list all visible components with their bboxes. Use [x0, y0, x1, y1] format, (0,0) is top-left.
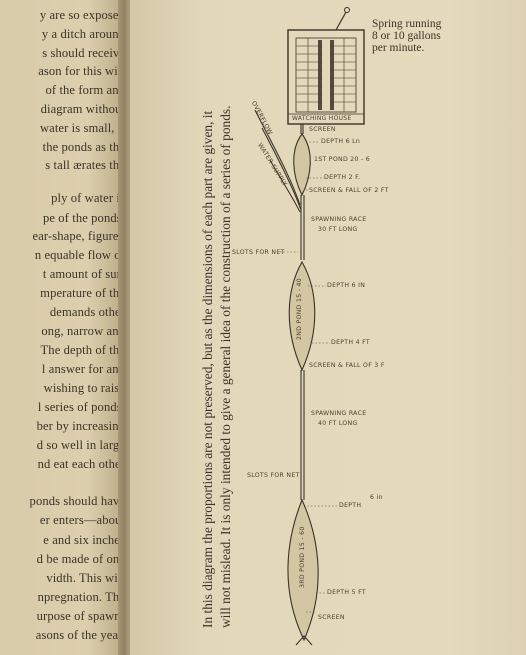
left-page-line: ear-shape, figured: [32, 229, 125, 243]
spawning-race-2-label: SPAWNING RACE: [311, 410, 367, 417]
pond-3-label: 3RD POND 15 - 60: [299, 526, 306, 588]
depth-bottom-value: 6 in: [370, 494, 383, 501]
pond-2-label: 2ND POND 15 - 40: [296, 278, 303, 340]
watching-house-drawing: [287, 7, 365, 125]
left-page-line: d be made of one: [36, 552, 125, 566]
left-page-line: ponds should have: [29, 494, 125, 508]
screen-top-label: SCREEN: [309, 126, 336, 133]
spring-note-line-1: Spring running: [372, 18, 442, 30]
left-page-line: vidth. This will: [46, 571, 125, 585]
race-1-length-label: 30 FT LONG: [318, 226, 358, 233]
watching-house-label: WATCHING HOUSE: [292, 115, 352, 122]
spring-note-line-3: per minute.: [372, 42, 425, 54]
left-page-line: ason for this will: [38, 64, 125, 78]
left-page-line: npregnation. The: [37, 590, 125, 604]
spring-note: Spring running 8 or 10 gallons per minut…: [372, 18, 441, 54]
left-page-line: l series of ponds,: [37, 400, 125, 414]
pond-channel: [254, 109, 319, 646]
left-page-line: d so well in large: [36, 438, 125, 452]
left-page-line: e and six inches: [43, 533, 125, 547]
left-page-line: ply of water is: [51, 191, 125, 205]
left-page: y are so exposed y a ditch around s should…: [0, 0, 125, 655]
pond-1-label: 1ST POND 20 - 6: [314, 156, 371, 163]
left-page-line: er enters—about: [39, 513, 125, 527]
left-page-line: s should receive: [42, 46, 125, 60]
left-page-line: the ponds as the: [42, 140, 125, 154]
depth-top-label: DEPTH 6 Ln: [321, 138, 361, 145]
left-page-line: l answer for any: [41, 362, 125, 376]
depth-bottom-label: DEPTH: [339, 502, 362, 509]
spawning-race-1-label: SPAWNING RACE: [311, 216, 367, 223]
left-page-line: t amount of sur-: [42, 267, 125, 281]
left-page-line: y a ditch around: [41, 27, 125, 41]
left-page-line: diagram without: [40, 102, 125, 116]
screen-fall-1-label: SCREEN & FALL OF 2 FT: [309, 187, 389, 194]
race-2-length-label: 40 FT LONG: [318, 420, 358, 427]
screen-fall-2-label: SCREEN & FALL OF 3 F: [309, 362, 385, 369]
left-page-line: water is small, it: [39, 121, 125, 135]
left-page-line: The depth of the: [40, 343, 125, 357]
left-page-line: of the form and: [45, 83, 125, 97]
left-page-line: n equable flow of: [34, 248, 125, 262]
slots-for-net-1-label: SLOTS FOR NET: [232, 249, 285, 256]
left-page-line: y are so exposed: [39, 8, 125, 22]
depth-5-label: DEPTH 5 FT: [327, 589, 366, 596]
book-gutter: [118, 0, 132, 655]
left-page-line: ber by increasing: [36, 419, 125, 433]
left-page-line: pe of the ponds.: [42, 211, 125, 225]
depth-6-label: DEPTH 6 IN: [327, 282, 366, 289]
left-page-line: urpose of spawn-: [36, 609, 125, 623]
left-page-line: s tall ærates the: [45, 158, 125, 172]
screen-bottom-label: SCREEN: [318, 614, 345, 621]
left-page-line: mperature of the: [40, 286, 125, 300]
left-page-line: asons of the year.: [35, 628, 125, 642]
depth-4-label: DEPTH 4 FT: [331, 339, 370, 346]
depth-2-label: DEPTH 2 F.: [324, 174, 361, 181]
spring-note-line-2: 8 or 10 gallons: [372, 30, 441, 42]
left-page-line: demands other: [49, 305, 125, 319]
slots-for-net-2-label: SLOTS FOR NET: [247, 472, 300, 479]
left-page-line: nd eat each other: [37, 457, 125, 471]
left-page-line: wishing to raise: [43, 381, 125, 395]
left-page-line: ong, narrow and: [41, 324, 125, 338]
